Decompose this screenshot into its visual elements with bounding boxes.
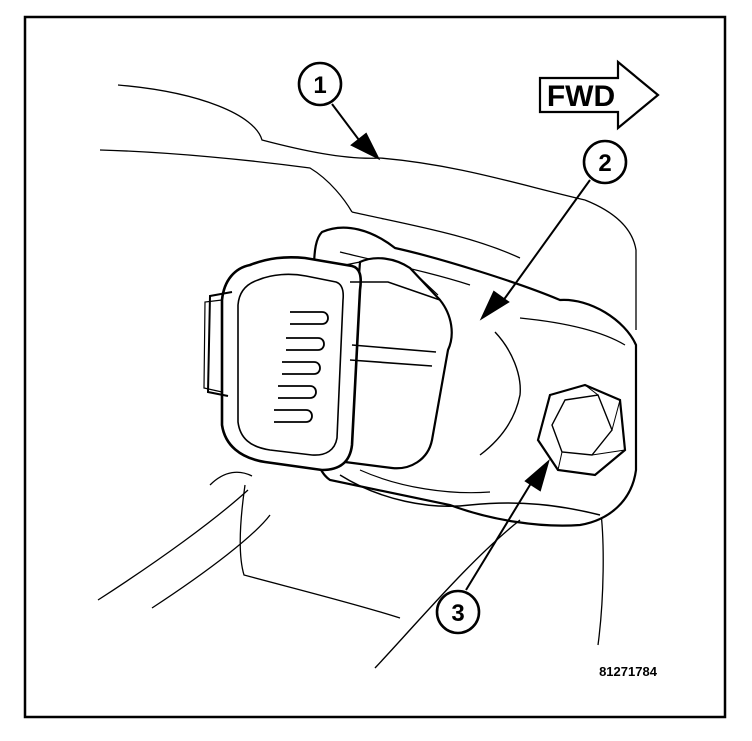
- leader-arrow-3: [524, 459, 550, 492]
- callout-3-number: 3: [451, 600, 464, 627]
- figure-id: 81271784: [599, 664, 658, 679]
- leader-lines: [331, 103, 591, 591]
- connector-pins: [274, 311, 329, 423]
- fwd-label: FWD: [547, 80, 615, 113]
- leader-arrow-2: [479, 290, 510, 321]
- fwd-arrow-shape: [538, 59, 660, 131]
- callout-2: 2: [582, 139, 628, 185]
- electrical-connector: [203, 255, 453, 472]
- fwd-arrow: FWD: [538, 59, 660, 131]
- callout-1: 1: [297, 61, 343, 107]
- callout-1-number: 1: [313, 72, 326, 99]
- foreground-contour: [374, 519, 521, 669]
- leader-line-3: [465, 479, 534, 591]
- engine-outline: [97, 84, 637, 646]
- leader-line-2: [499, 179, 591, 306]
- callout-3: 3: [435, 589, 481, 635]
- callout-2-number: 2: [598, 150, 611, 177]
- mounting-bolt: [536, 383, 627, 477]
- leader-arrow-1: [350, 132, 381, 161]
